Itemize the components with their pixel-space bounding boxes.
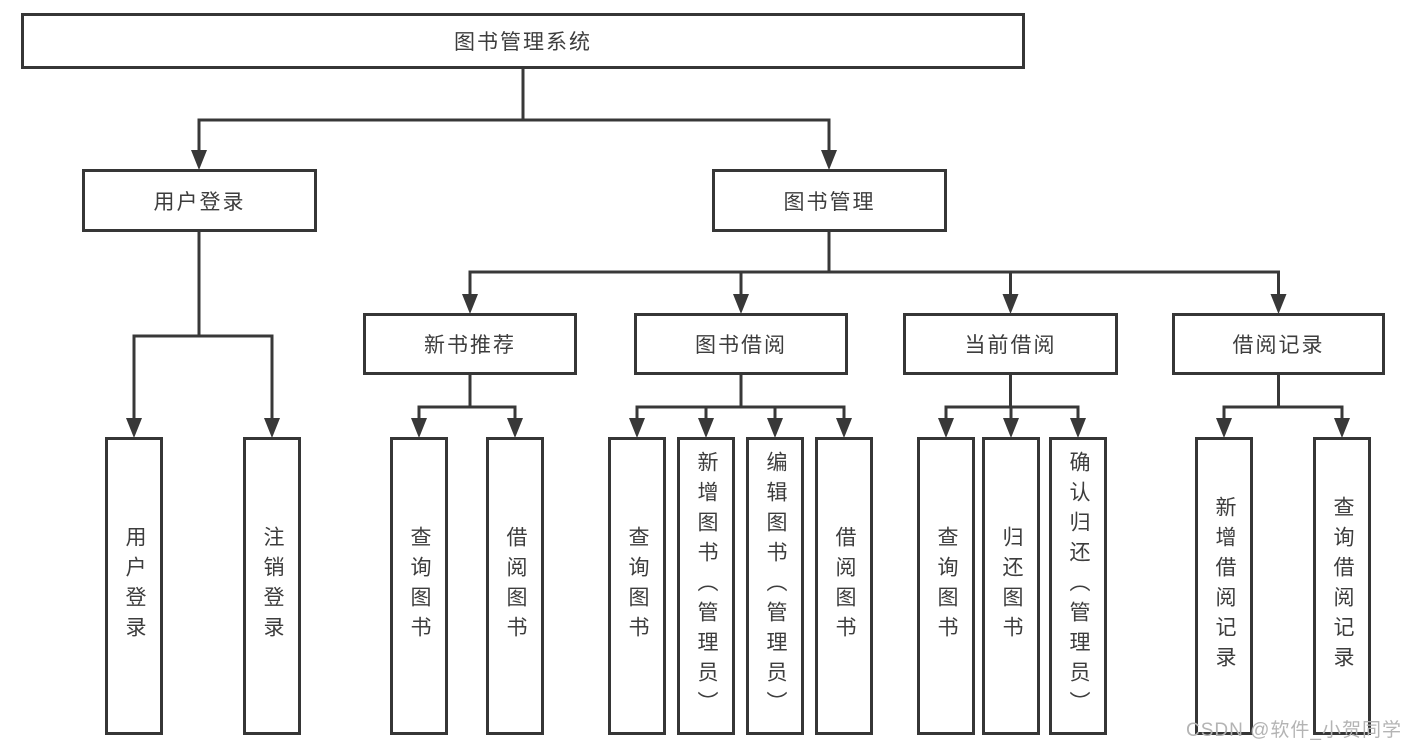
leaf-query-borrow-record: 查询借阅记录 — [1313, 437, 1371, 735]
node-current-borrowing: 当前借阅 — [903, 313, 1118, 375]
leaf-query-books-recommend: 查询图书 — [390, 437, 448, 735]
leaf-return-books: 归还图书 — [982, 437, 1040, 735]
node-borrowing-records: 借阅记录 — [1172, 313, 1385, 375]
leaf-user-login: 用户登录 — [105, 437, 163, 735]
arrow-down-icons — [126, 150, 1350, 438]
leaf-label: 查询借阅记录 — [1331, 496, 1355, 676]
watermark-text: CSDN @软件_小贺同学 — [1186, 720, 1402, 741]
node-label: 新书推荐 — [424, 334, 516, 357]
leaf-label: 编辑图书（管理员） — [764, 451, 788, 721]
node-library-system: 图书管理系统 — [21, 13, 1025, 69]
node-label: 图书管理 — [783, 190, 876, 214]
leaf-label: 用户登录 — [123, 526, 147, 646]
node-label: 图书借阅 — [695, 334, 787, 357]
leaf-query-books-borrowing: 查询图书 — [608, 437, 666, 735]
leaf-edit-book-admin: 编辑图书（管理员） — [746, 437, 804, 735]
leaf-borrow-books: 借阅图书 — [815, 437, 873, 735]
node-book-management: 图书管理 — [712, 169, 947, 232]
leaf-label: 新增图书（管理员） — [695, 451, 719, 721]
leaf-label: 注销登录 — [261, 526, 285, 646]
node-label: 借阅记录 — [1232, 334, 1325, 357]
leaf-label: 查询图书 — [935, 526, 959, 646]
leaf-borrow-books-recommend: 借阅图书 — [486, 437, 544, 735]
leaf-add-borrow-record: 新增借阅记录 — [1195, 437, 1253, 735]
node-new-book-recommendation: 新书推荐 — [363, 313, 577, 375]
node-user-login: 用户登录 — [82, 169, 317, 232]
leaf-confirm-return-admin: 确认归还（管理员） — [1049, 437, 1107, 735]
node-label: 用户登录 — [153, 190, 246, 214]
leaf-query-books-current: 查询图书 — [917, 437, 975, 735]
node-book-borrowing: 图书借阅 — [634, 313, 848, 375]
leaf-label: 借阅图书 — [833, 526, 857, 646]
leaf-label: 归还图书 — [1000, 526, 1024, 646]
leaf-add-book-admin: 新增图书（管理员） — [677, 437, 735, 735]
leaf-label: 新增借阅记录 — [1213, 496, 1237, 676]
leaf-label: 确认归还（管理员） — [1067, 451, 1091, 721]
leaf-label: 查询图书 — [408, 526, 432, 646]
leaf-label: 查询图书 — [626, 526, 650, 646]
leaf-logout: 注销登录 — [243, 437, 301, 735]
node-label: 图书管理系统 — [454, 31, 592, 54]
node-label: 当前借阅 — [964, 334, 1057, 357]
leaf-label: 借阅图书 — [504, 526, 528, 646]
